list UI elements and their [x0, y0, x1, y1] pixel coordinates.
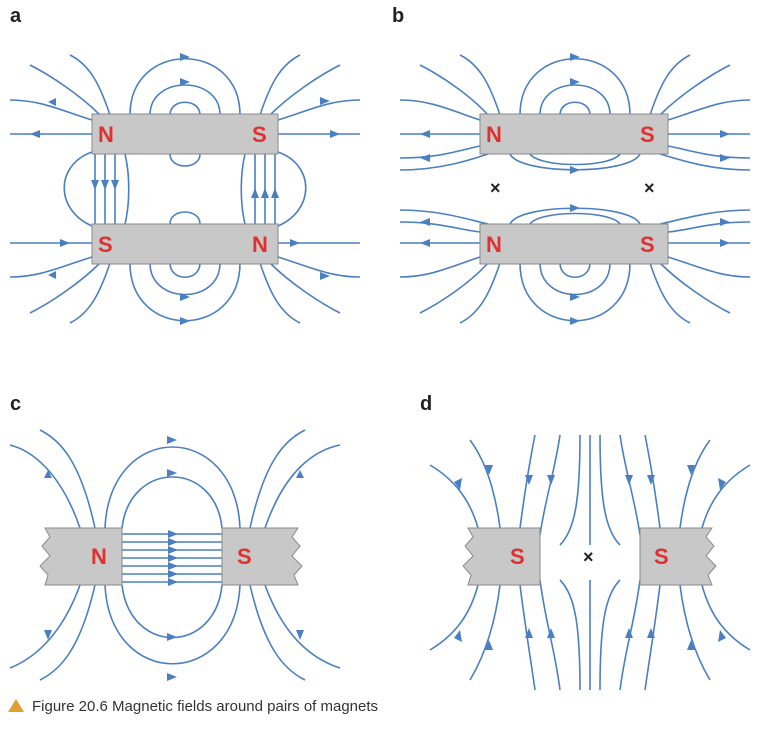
panel-c-field-lines	[9, 429, 341, 681]
panel-c-label: c	[10, 393, 21, 415]
panel-c-magnet-s: S	[221, 527, 303, 586]
panel-b-label: b	[392, 5, 404, 27]
panel-c-arrows	[44, 436, 304, 681]
pole-label: S	[98, 232, 113, 257]
pole-label: S	[640, 232, 655, 257]
pole-label: S	[237, 544, 252, 569]
panel-d-arrows	[454, 465, 726, 650]
pole-label: S	[640, 122, 655, 147]
panel-d: d	[420, 393, 751, 690]
pole-label: S	[252, 122, 267, 147]
pole-label: S	[510, 544, 525, 569]
pole-label: S	[654, 544, 669, 569]
panel-a-magnet-1: N S	[91, 113, 279, 155]
pole-label: N	[486, 232, 502, 257]
panel-d-label: d	[420, 393, 432, 415]
panel-a-arrows	[30, 53, 340, 325]
panel-a: a	[9, 5, 361, 325]
caption-triangle-icon	[8, 699, 24, 712]
pole-label: N	[252, 232, 268, 257]
neutral-point-mark: ×	[490, 178, 501, 198]
panel-d-magnet-s-left: S	[462, 527, 541, 586]
pole-label: N	[486, 122, 502, 147]
panel-c: c	[9, 393, 341, 681]
panel-b-magnet-1: N S	[479, 113, 669, 155]
panel-a-magnet-2: S N	[91, 223, 279, 265]
panel-b: b	[392, 5, 751, 325]
figure-caption: Figure 20.6 Magnetic fields around pairs…	[8, 698, 378, 715]
panel-d-field-lines	[429, 434, 751, 690]
neutral-point-mark: ×	[644, 178, 655, 198]
neutral-point-mark: ×	[583, 547, 594, 567]
magnetic-fields-figure: a	[9, 5, 751, 690]
pole-label: N	[91, 544, 107, 569]
panel-c-magnet-n: N	[39, 527, 123, 586]
panel-d-magnet-s-right: S	[639, 527, 717, 586]
panel-b-arrows	[420, 53, 730, 325]
panel-b-magnet-2: N S	[479, 223, 669, 265]
panel-a-field-lines	[9, 54, 361, 324]
pole-label: N	[98, 122, 114, 147]
caption-text: Figure 20.6 Magnetic fields around pairs…	[32, 698, 379, 715]
panel-b-field-lines	[399, 54, 751, 324]
panel-a-label: a	[10, 5, 22, 27]
